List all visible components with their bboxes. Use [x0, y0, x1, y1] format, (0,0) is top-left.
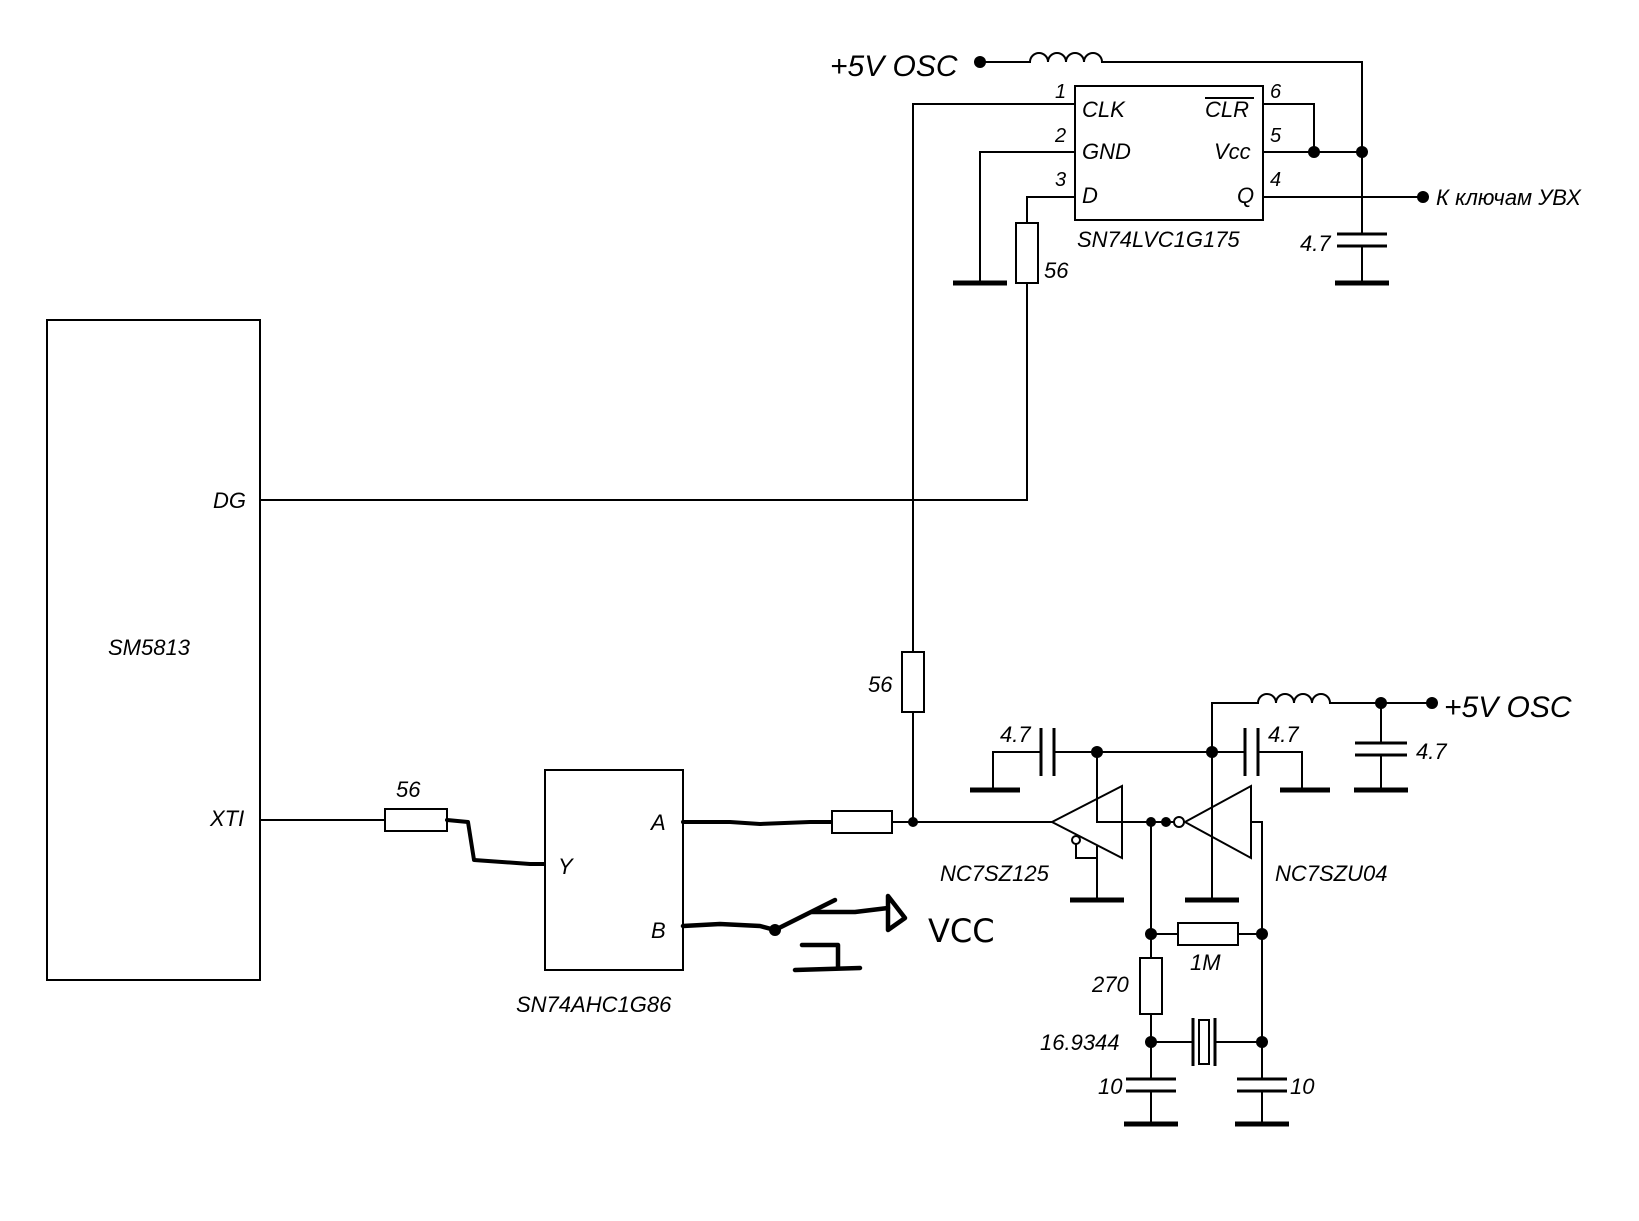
ff-pin-gnd: GND: [1082, 139, 1131, 164]
switch-vcc[interactable]: VCC: [680, 893, 995, 973]
resistor-r-xti: [384, 808, 448, 832]
pin-label-dg: DG: [213, 488, 246, 513]
ic-xor: Y A B SN74AHC1G86: [516, 769, 684, 1017]
resistor-r-d: [1015, 222, 1039, 284]
junction-clr-vcc: [1308, 146, 1320, 158]
ff-pin-num-1: 1: [1055, 81, 1066, 103]
handwritten-vcc-label: VCC: [928, 912, 995, 950]
inductor-top: [1028, 52, 1104, 64]
ff-pin-d: D: [1082, 183, 1098, 208]
resistor-r-a: [831, 810, 893, 834]
capacitor-left: 4.7: [970, 722, 1218, 793]
resistor-r-clk: [901, 651, 925, 713]
resistor-feedback: [1177, 922, 1239, 946]
ff-pin-num-2: 2: [1054, 125, 1066, 147]
crystal-body: [1198, 1019, 1210, 1065]
wire-ff-d: 56: [1015, 196, 1076, 284]
buffer-label: NC7SZ125: [940, 861, 1050, 886]
rail-bottom: +5V OSC 4.7: [1211, 691, 1572, 793]
ff-pin-num-6: 6: [1270, 81, 1282, 103]
power-bottom-label: +5V OSC: [1444, 691, 1572, 724]
ic-xor-label: SN74AHC1G86: [516, 992, 672, 1017]
capacitor-load-right-value: 10: [1290, 1074, 1315, 1099]
inductor-bottom: [1256, 693, 1332, 705]
output-terminal: [1417, 191, 1429, 203]
capacitor-load-left-value: 10: [1098, 1074, 1123, 1099]
output-label: К ключам УВХ: [1436, 185, 1582, 210]
capacitor-left-value: 4.7: [1000, 722, 1031, 747]
ic-flipflop: CLK GND D CLR Vcc Q 1 2 3 6 5 4 SN74LVC1…: [1054, 81, 1282, 252]
ff-pin-num-5: 5: [1270, 125, 1282, 147]
power-bottom-terminal: [1426, 697, 1438, 709]
ff-pin-num-4: 4: [1270, 169, 1281, 191]
resistor-r-d-value: 56: [1044, 258, 1069, 283]
ff-pin-clr: CLR: [1205, 97, 1249, 122]
capacitor-mid-value: 4.7: [1268, 722, 1299, 747]
ic-sm5813: SM5813 DG XTI: [46, 319, 261, 981]
inverter-label: NC7SZU04: [1275, 861, 1387, 886]
xor-pin-y: Y: [558, 854, 574, 879]
ff-pin-vcc: Vcc: [1214, 139, 1251, 164]
capacitor-ff-value: 4.7: [1300, 231, 1331, 256]
capacitor-right-value: 4.7: [1416, 739, 1447, 764]
ic-flipflop-label: SN74LVC1G175: [1077, 227, 1240, 252]
rail-top: +5V OSC: [830, 50, 1363, 153]
resistor-series-value: 270: [1091, 972, 1129, 997]
wire-ff-vcc: 4.7: [1262, 103, 1389, 286]
resistor-r-clk-value: 56: [868, 672, 893, 697]
resistor-series: [1139, 957, 1163, 1015]
wire-xti: 56: [259, 777, 547, 866]
oscillator-network: 1M 270 16.9344 10 10: [1040, 821, 1315, 1127]
buffer-nc7sz125: NC7SZ125: [940, 751, 1124, 903]
xor-pin-b: B: [651, 918, 666, 943]
wire-ff-gnd: [953, 151, 1076, 286]
wire-ff-q: К ключам УВХ: [1262, 185, 1582, 210]
wire-xor-a: [681, 810, 1053, 834]
wire-clk: 56: [868, 103, 1076, 823]
pin-label-xti: XTI: [209, 806, 244, 831]
resistor-r-xti-value: 56: [396, 777, 421, 802]
ff-pin-num-3: 3: [1055, 169, 1066, 191]
ic-sm5813-label: SM5813: [108, 635, 191, 660]
ff-pin-q: Q: [1237, 183, 1254, 208]
crystal-value: 16.9344: [1040, 1030, 1120, 1055]
capacitor-mid: 4.7: [1211, 722, 1330, 793]
resistor-feedback-value: 1M: [1190, 950, 1221, 975]
power-top-label: +5V OSC: [830, 50, 958, 83]
inverter-nc7szu04: NC7SZU04: [1121, 751, 1387, 1043]
ff-pin-clk: CLK: [1082, 97, 1126, 122]
wire-dg: [259, 282, 1028, 501]
xor-pin-a: A: [649, 810, 666, 835]
